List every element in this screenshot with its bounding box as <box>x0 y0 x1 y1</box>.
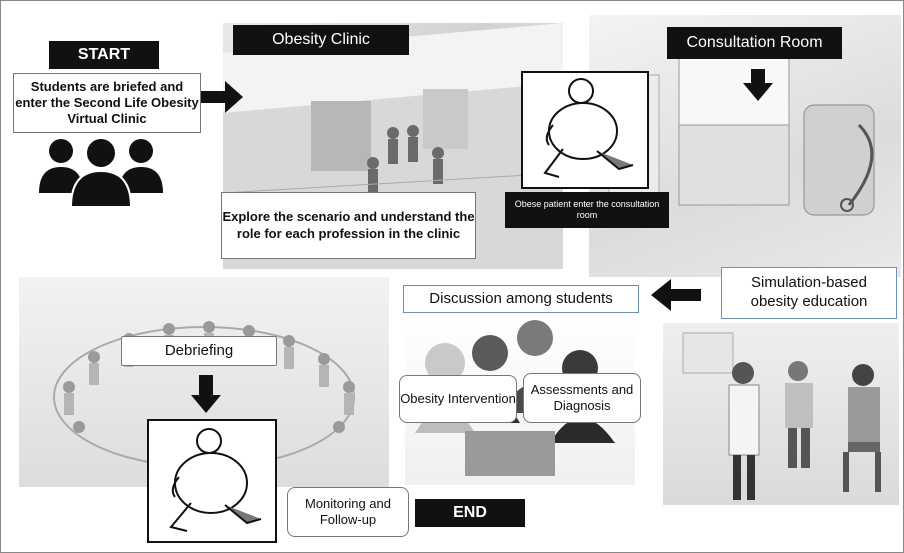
simulation-people-sketch <box>682 332 881 500</box>
explore-box: Explore the scenario and understand the … <box>221 192 476 259</box>
intro-box: Students are briefed and enter the Secon… <box>13 73 201 133</box>
debriefing-label: Debriefing <box>121 336 277 366</box>
end-label: END <box>415 499 525 527</box>
follow-up-patient-figure <box>147 419 277 543</box>
intervention-box: Obesity Intervention <box>399 375 517 423</box>
consultation-room-label: Consultation Room <box>667 27 842 59</box>
obesity-clinic-label: Obesity Clinic <box>233 25 409 55</box>
patient-caption: Obese patient enter the consultation roo… <box>505 192 669 228</box>
simulation-photo <box>663 323 899 505</box>
monitoring-box: Monitoring and Follow-up <box>287 487 409 537</box>
walking-patient-icon <box>169 428 262 532</box>
start-label: START <box>49 41 159 69</box>
obese-patient-figure <box>521 71 649 189</box>
assessments-box: Assessments and Diagnosis <box>523 373 641 423</box>
arrow-down-icon <box>191 375 221 413</box>
discussion-label: Discussion among students <box>403 285 639 313</box>
arrow-right-icon <box>201 81 243 113</box>
simulation-box: Simulation-based obesity education <box>721 267 897 319</box>
students-group-icon <box>39 137 163 207</box>
arrow-left-icon <box>651 279 701 311</box>
arrow-down-icon <box>743 69 773 101</box>
walking-patient-icon <box>543 78 634 178</box>
obesity-clinic-image <box>223 23 563 269</box>
